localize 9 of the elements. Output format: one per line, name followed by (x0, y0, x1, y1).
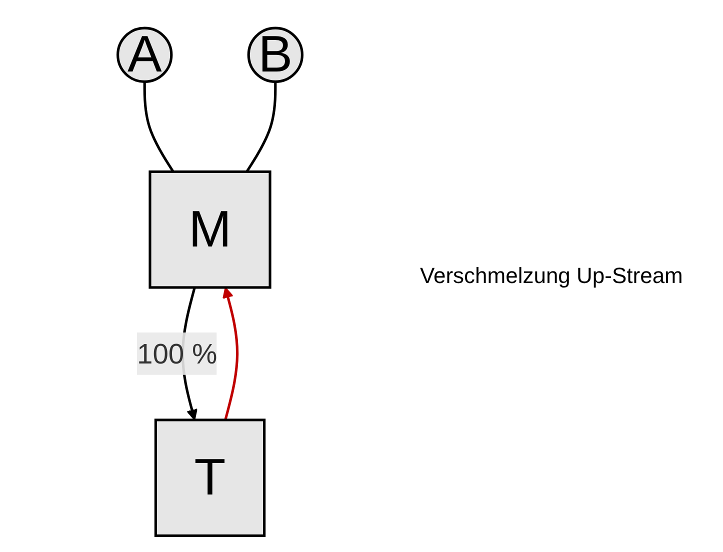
node-circle (247, 26, 304, 83)
node-box (154, 418, 266, 537)
connector (246, 82, 277, 172)
node-box (148, 170, 272, 289)
connector (143, 82, 174, 172)
flowchart: 100 % A B M T (0, 6, 420, 546)
note-text: Verschmelzung Up-Stream (420, 263, 684, 289)
arrow (222, 286, 239, 420)
node-circle (116, 26, 173, 83)
